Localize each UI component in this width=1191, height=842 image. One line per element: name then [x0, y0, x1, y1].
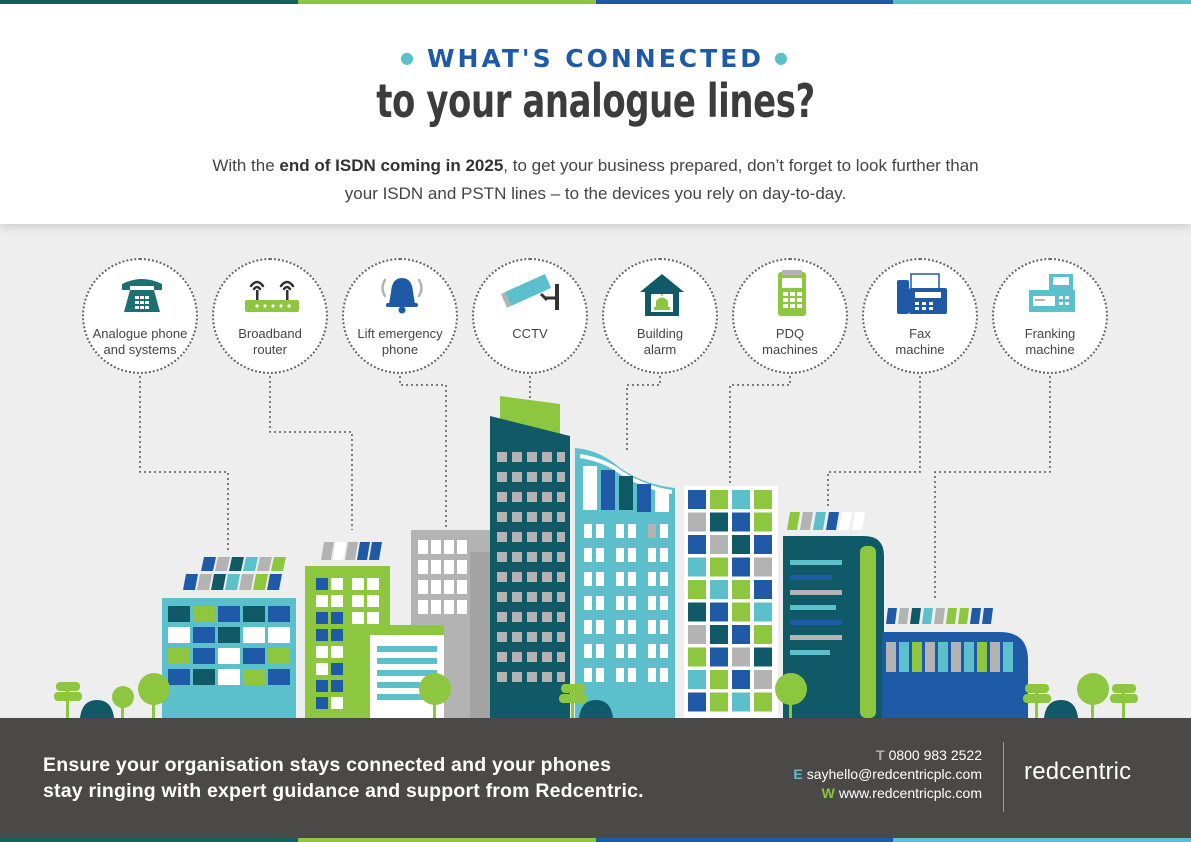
building-7 — [684, 486, 778, 718]
intro-text: With the end of ISDN coming in 2025, to … — [212, 156, 979, 203]
cctv-camera-icon — [501, 274, 559, 310]
brand-logo: redcentric — [1024, 758, 1132, 785]
trees — [54, 673, 1138, 718]
house-alarm-icon — [640, 274, 684, 316]
kicker: ●WHAT'S CONNECTED● — [399, 44, 791, 73]
top-color-stripe — [0, 0, 1191, 4]
franking-machine-icon — [1029, 274, 1075, 312]
router-icon — [245, 280, 299, 312]
card-terminal-icon — [778, 270, 806, 316]
header: ●WHAT'S CONNECTED● to your analogue line… — [0, 4, 1191, 224]
city-illustration — [54, 376, 1138, 718]
page-title: to your analogue lines? — [376, 74, 815, 128]
bottom-color-stripe — [0, 838, 1191, 842]
building-9 — [882, 608, 1028, 718]
footer-message: Ensure your organisation stays connected… — [43, 754, 644, 802]
connector-lines — [139, 376, 1051, 600]
building-6 — [575, 448, 675, 718]
building-5 — [490, 396, 570, 718]
footer-divider — [1003, 742, 1004, 812]
footer: Ensure your organisation stays connected… — [0, 718, 1191, 838]
bell-icon — [381, 278, 423, 314]
telephone-icon — [122, 279, 162, 312]
building-8 — [783, 512, 884, 718]
device-cctv: CCTV — [472, 258, 588, 374]
building-1 — [162, 557, 296, 718]
fax-icon — [897, 273, 947, 314]
